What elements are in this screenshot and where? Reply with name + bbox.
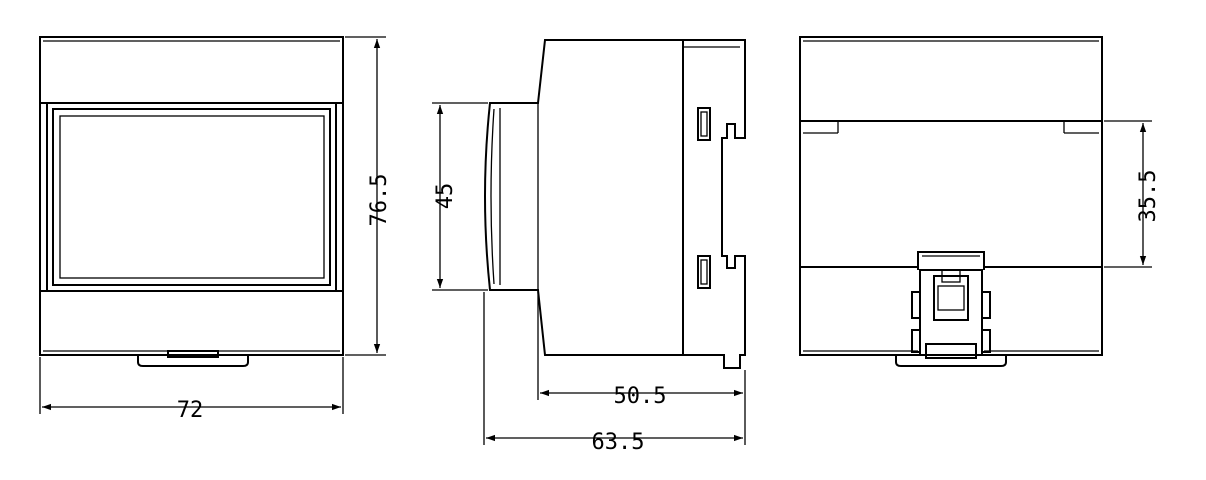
side-view bbox=[484, 39, 746, 369]
display-bezel bbox=[46, 102, 337, 292]
side-total-depth-dimension: 63.5 bbox=[483, 292, 743, 455]
side-outline bbox=[484, 39, 684, 356]
front-outline bbox=[39, 36, 344, 356]
side-body-depth-dimension: 50.5 bbox=[537, 292, 746, 445]
dim-side-height: 45 bbox=[433, 183, 458, 210]
din-clip bbox=[137, 355, 249, 367]
rear-din-latch bbox=[895, 251, 1007, 367]
rear-outline bbox=[799, 36, 1103, 356]
dim-rear-band: 35.5 bbox=[1136, 170, 1161, 223]
display-frame bbox=[52, 108, 331, 286]
dim-side-total-depth: 63.5 bbox=[592, 430, 645, 455]
rear-view bbox=[799, 36, 1103, 367]
dim-side-body-depth: 50.5 bbox=[614, 384, 667, 409]
side-slot-top bbox=[697, 107, 711, 141]
front-width-dimension: 72 bbox=[39, 357, 344, 423]
din-rail-mount bbox=[683, 39, 746, 369]
clip-tab bbox=[167, 350, 219, 358]
rear-band-dimension: 35.5 bbox=[1104, 120, 1161, 268]
side-slot-bottom bbox=[697, 255, 711, 289]
display-screen bbox=[59, 115, 325, 279]
front-height-dimension: 76.5 bbox=[345, 36, 392, 356]
dim-front-height: 76.5 bbox=[367, 174, 392, 227]
front-view bbox=[39, 36, 344, 367]
dim-front-width: 72 bbox=[177, 398, 204, 423]
side-height-dimension: 45 bbox=[432, 102, 488, 291]
